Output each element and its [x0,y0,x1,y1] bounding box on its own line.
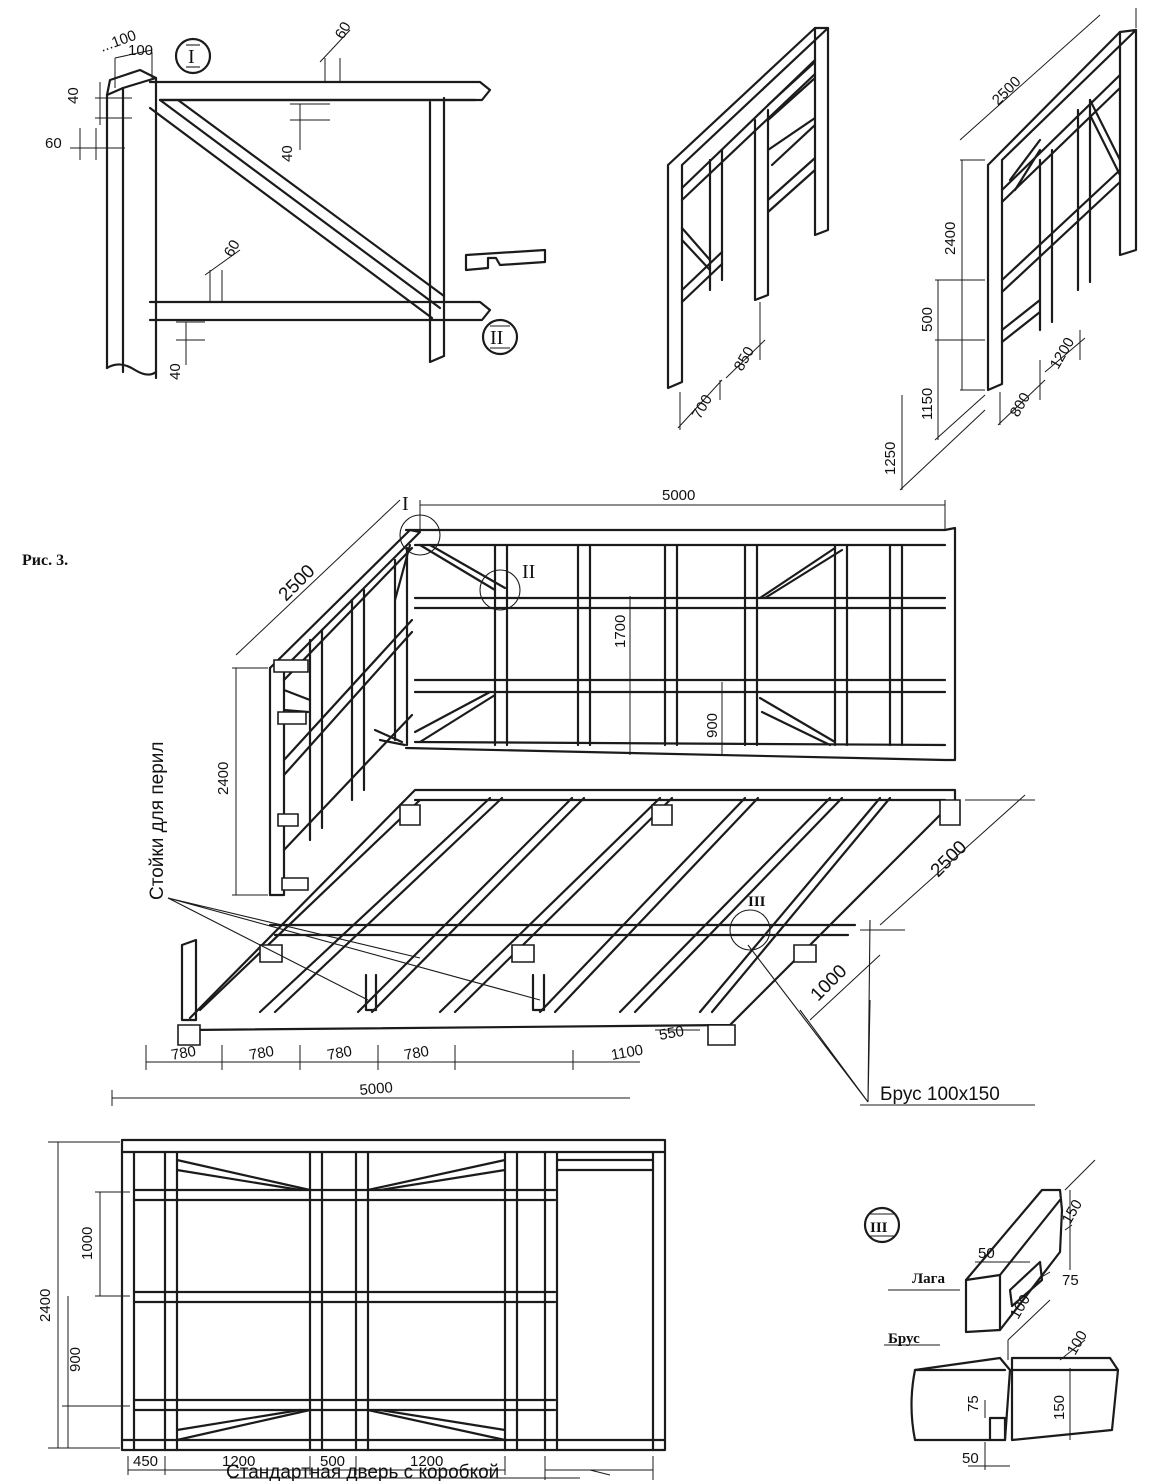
front-wall-dim-450: 450 [133,1453,158,1470]
detail-III-label-brus: Брус [888,1331,920,1347]
detail-II-dim-40: 40 [167,363,184,380]
wall-window-dim-1250: 1250 [882,442,899,475]
assembly-marker-I [399,514,441,556]
label-beam-100x150: Брус 100х150 [880,1084,1000,1105]
assembly-dim-780-d: 780 [403,1043,431,1064]
assembly-dim-780-a: 780 [170,1043,198,1064]
assembly-dim-550: 550 [658,1023,686,1044]
detail-II-dim-60: 60 [221,237,244,260]
detail-III-dim-150: 150 [1059,1197,1086,1227]
front-wall-dim-1200-b: 1200 [410,1453,443,1470]
assembly-side-wall [268,528,422,897]
detail-III-dim-b75: 75 [965,1395,982,1412]
wall-window-dim-2400: 2400 [942,222,959,255]
wall-window-dim-2500: 2500 [989,73,1025,109]
front-wall-dimensions [48,1141,654,1480]
wall-window-frame [899,8,1138,491]
assembly-dim-5000-total: 5000 [359,1079,394,1099]
front-wall-dim-500: 500 [320,1453,345,1470]
assembly-dim-floor-2500: 2500 [927,837,972,882]
front-wall-dim-2400: 2400 [37,1289,54,1322]
assembly-dim-5000-top: 5000 [662,487,695,504]
assembly-dim-1700: 1700 [612,615,629,648]
detail-I-dim-60b: 60 [332,19,355,42]
front-wall-frame [120,1138,667,1452]
wall-door-dim-700: 700 [689,392,716,422]
detail-III-dim-b50: 50 [962,1450,979,1467]
wall-door-frame [666,26,830,430]
label-railing-posts: Стойки для перил [147,742,168,900]
front-wall-dim-1000: 1000 [79,1227,96,1260]
detail-III-drawing [863,1159,1120,1470]
detail-I-dim-40: 40 [65,87,82,104]
wall-window-dim-1200: 1200 [1047,335,1078,372]
detail-II-marker [481,318,519,356]
figure-caption: Рис. 3. [22,552,68,569]
front-wall-dim-1200-a: 1200 [222,1453,255,1470]
assembly-marker-III [729,909,771,951]
assembly-dim-780-c: 780 [326,1043,354,1064]
assembly-dim-900: 900 [704,713,721,738]
assembly-floor [177,788,961,1046]
detail-II-label: II [490,327,503,349]
assembly-dim-780-b: 780 [248,1043,276,1064]
assembly-marker-II-label: II [522,561,535,583]
assembly-marker-III-label: III [748,894,766,910]
label-standard-door: Стандартная дверь с коробкой [226,1462,499,1481]
detail-I-dim-40b: 40 [279,145,296,162]
detail-I-marker [174,37,212,75]
assembly-back-wall [404,526,957,762]
assembly-dimensions [111,499,1035,1106]
assembly-marker-I-label: I [402,493,409,515]
wall-window-dim-1150: 1150 [919,388,936,420]
detail-I-label: I [188,46,195,68]
assembly-dim-floor-1000: 1000 [807,961,852,1006]
front-wall-dim-900: 900 [67,1347,84,1372]
detail-III-dim-75: 75 [1062,1272,1079,1289]
assembly-dim-2400: 2400 [215,762,232,795]
detail-I-dim-100: 100 [128,42,153,59]
wall-window-dim-500: 500 [919,307,936,332]
detail-III-label: III [870,1220,888,1236]
detail-corner-frame [70,29,547,380]
assembly-marker-II [479,569,521,611]
detail-I-dim-60: 60 [45,135,62,152]
assembly-dim-1100: 1100 [610,1042,645,1064]
detail-III-dim-b150: 150 [1051,1395,1068,1420]
detail-III-label-laga: Лага [912,1271,945,1287]
detail-III-dim-50: 50 [978,1245,995,1262]
